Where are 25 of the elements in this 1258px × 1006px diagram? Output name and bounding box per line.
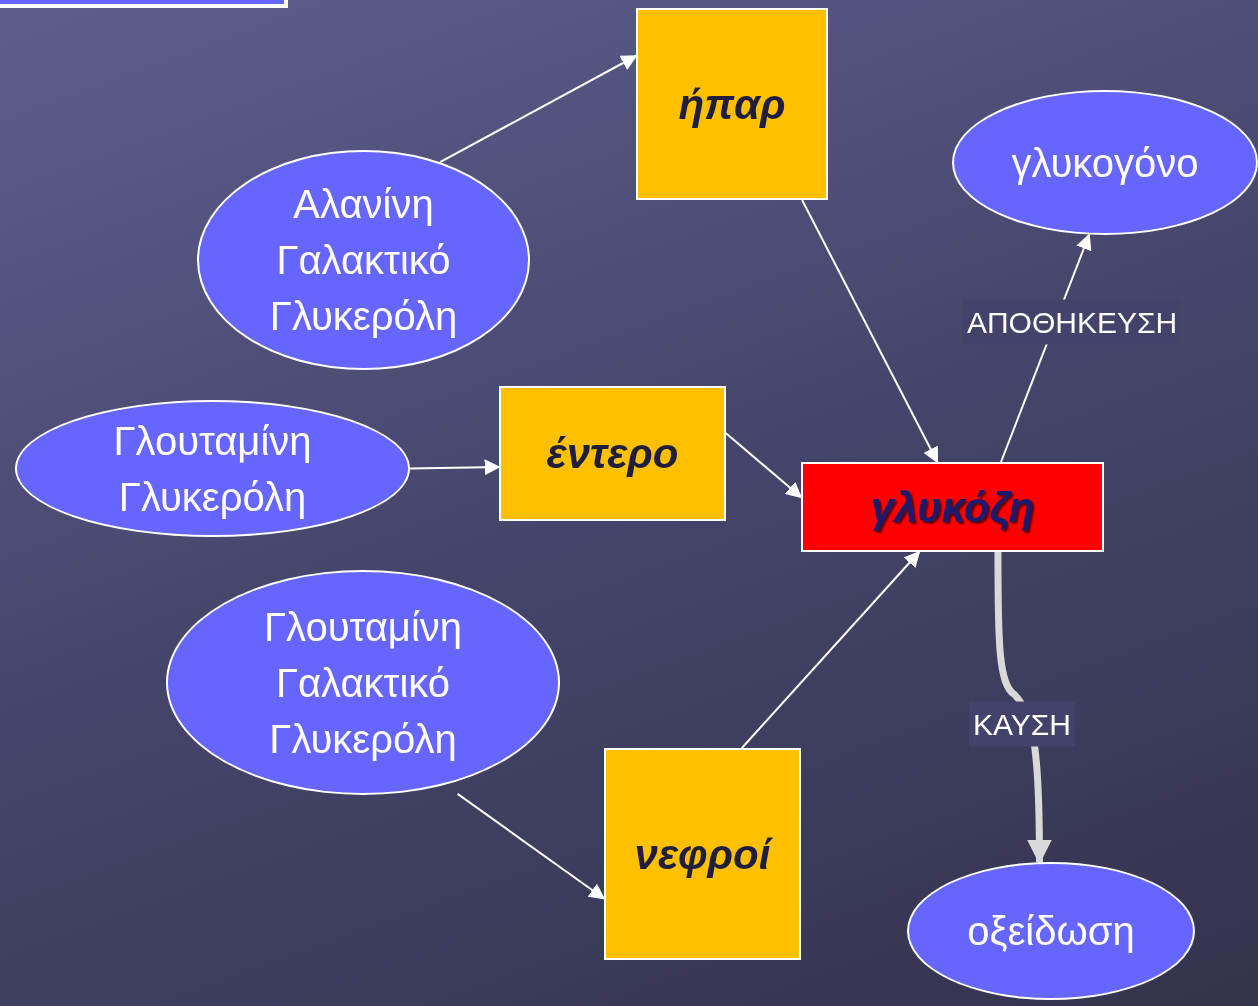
arrow [409, 459, 501, 476]
arrow [740, 550, 921, 749]
organ-box [499, 386, 726, 521]
node-text: Γλουταμίνη [113, 417, 312, 465]
node-text: Γλυκερόλη [118, 473, 307, 521]
node-text: ήπαρ [678, 79, 786, 130]
arrow [801, 199, 939, 464]
organ-box [604, 748, 801, 960]
node-text: Γαλακτικό [275, 659, 451, 707]
node-text: Γλουταμίνη [263, 603, 463, 651]
glucose-box [801, 462, 1104, 552]
node-text: Γλυκερόλη [269, 715, 457, 763]
organ-box [636, 8, 828, 200]
edge-label: ΚΑΥΣΗ [969, 701, 1075, 747]
arrow [456, 792, 606, 900]
node-text: Γαλακτικό [276, 237, 451, 284]
arrow [725, 432, 803, 499]
node-text: γλυκόζη [870, 482, 1035, 533]
node-text: Αλανίνη [293, 181, 434, 228]
node-text: έντερο [546, 429, 679, 479]
node-text: νεφροί [634, 829, 771, 880]
node-text: γλυκογόνο [1011, 139, 1199, 187]
node-text: οξείδωση [967, 908, 1135, 955]
node-text: Γλυκερόλη [269, 293, 458, 340]
arrow [439, 55, 638, 164]
